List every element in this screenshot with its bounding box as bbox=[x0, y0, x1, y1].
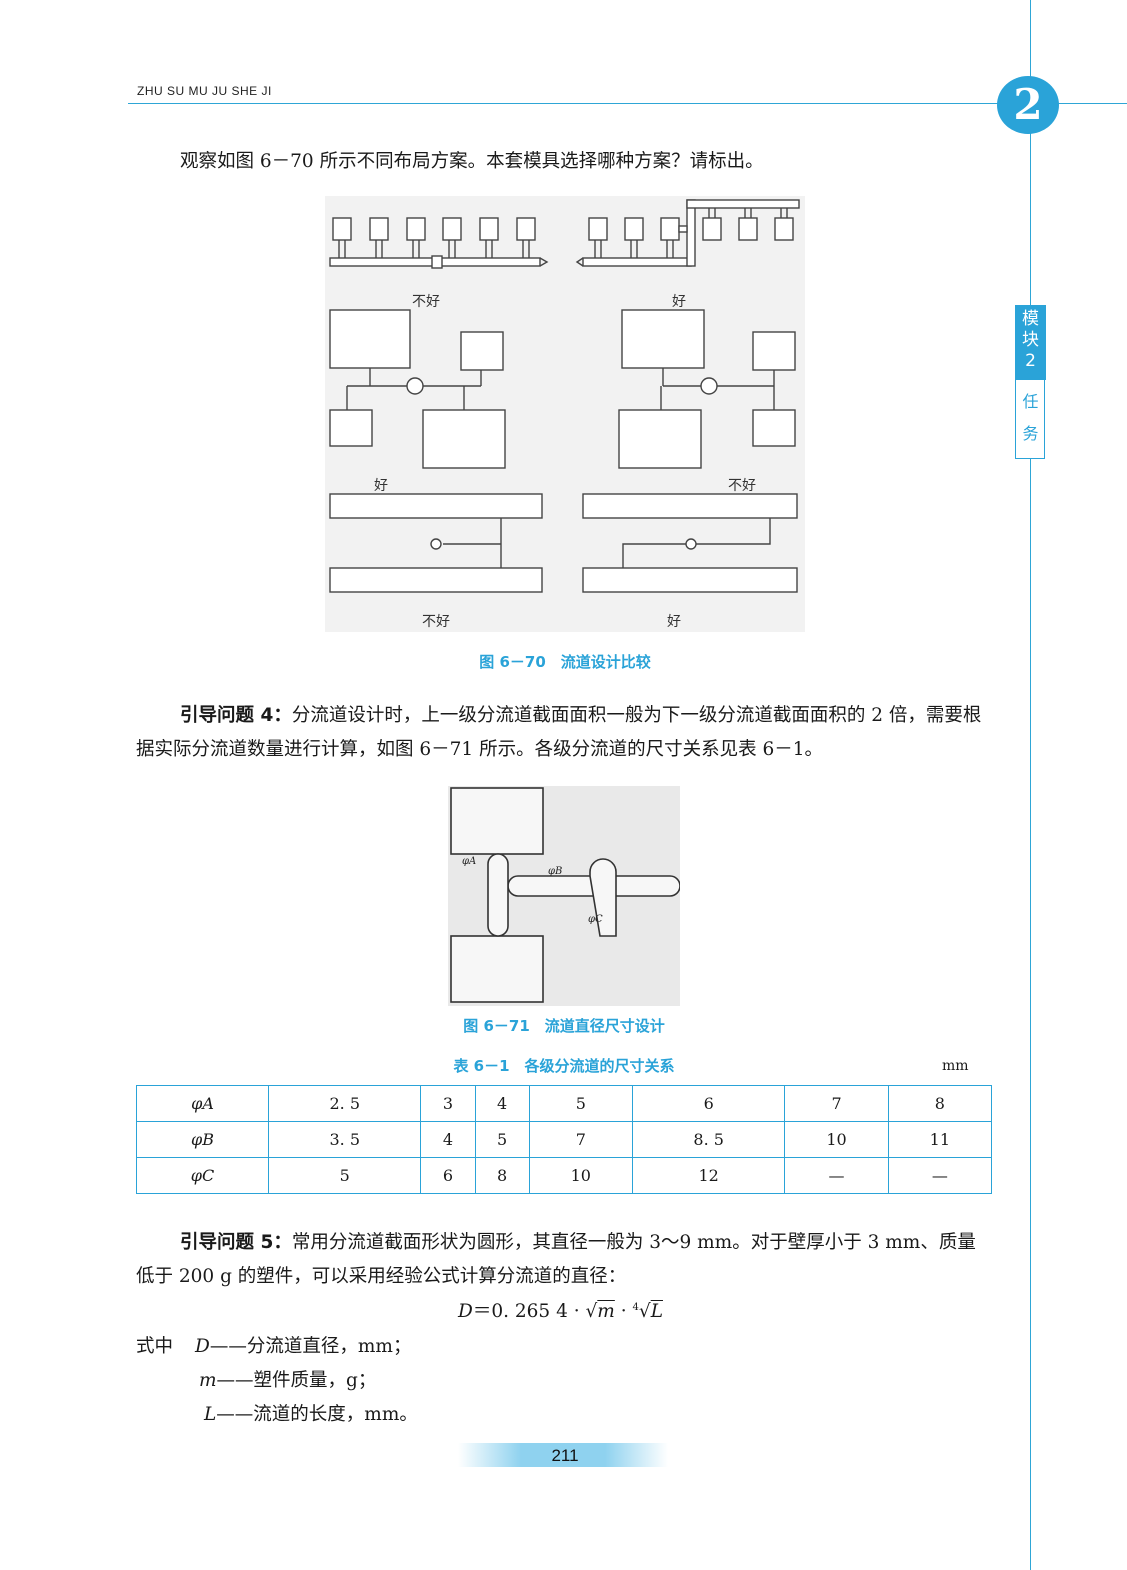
intro-text: 观察如图 6－70 所示不同布局方案。本套模具选择哪种方案？请标出。 bbox=[180, 151, 764, 172]
table-cell: 11 bbox=[887, 1121, 993, 1158]
table-cell: 10 bbox=[784, 1121, 889, 1158]
formula-dot: · bbox=[620, 1301, 627, 1322]
table-cell: 10 bbox=[528, 1157, 633, 1194]
table-cell: 3 bbox=[420, 1085, 476, 1122]
page-number-ornament bbox=[458, 1443, 668, 1467]
table-row-label: φA bbox=[136, 1085, 269, 1122]
table-cell: 2. 5 bbox=[267, 1085, 422, 1122]
header-rule bbox=[128, 103, 1127, 104]
row2-left-layout bbox=[329, 309, 506, 469]
formula-sqrt-arg: m bbox=[597, 1301, 615, 1322]
table-cell: 8 bbox=[474, 1157, 530, 1194]
margin-rule bbox=[1030, 0, 1031, 1570]
label-row3-left: 不好 bbox=[422, 614, 450, 630]
table-cell: 5 bbox=[528, 1085, 633, 1122]
chapter-badge: 2 bbox=[997, 76, 1059, 134]
formula-lhs: D bbox=[458, 1301, 473, 1322]
row2-right-layout bbox=[618, 309, 796, 469]
where-sym-m: m bbox=[199, 1370, 217, 1391]
where-desc-d: ——分流道直径，mm； bbox=[209, 1336, 412, 1357]
label-row3-right: 好 bbox=[667, 614, 681, 630]
where-sym-l: L bbox=[204, 1404, 217, 1425]
sqrt-sign: √ bbox=[585, 1301, 598, 1322]
table-cell: — bbox=[887, 1157, 993, 1194]
side-tab-task-label: 任务 bbox=[1022, 392, 1039, 443]
table-6-1-caption: 表 6－1 各级分流道的尺寸关系 bbox=[453, 1057, 675, 1075]
where-item-d: 式中 D——分流道直径，mm； bbox=[136, 1330, 418, 1364]
table-cell: 3. 5 bbox=[267, 1121, 422, 1158]
figure-6-70: 不好 好 好 不好 不好 好 bbox=[325, 196, 805, 632]
table-cell: 6 bbox=[631, 1085, 786, 1122]
question-4-text: 分流道设计时，上一级分流道截面面积一般为下一级分流道截面面积的 2 倍，需要根据… bbox=[136, 705, 982, 760]
table-cell: 8 bbox=[887, 1085, 993, 1122]
table-row-label: φC bbox=[136, 1157, 269, 1194]
where-item-l: L——流道的长度，mm。 bbox=[136, 1398, 418, 1432]
side-tab-fill bbox=[1015, 305, 1046, 380]
side-tab-task-text: 任务 bbox=[1015, 386, 1046, 450]
row1-left-layout bbox=[329, 217, 549, 269]
question-5: 引导问题 5：常用分流道截面形状为圆形，其直径一般为 3～9 mm。对于壁厚小于… bbox=[136, 1226, 992, 1294]
question-5-text: 常用分流道截面形状为圆形，其直径一般为 3～9 mm。对于壁厚小于 3 mm、质… bbox=[136, 1232, 976, 1287]
side-tab-module-text: 模块2 bbox=[1015, 305, 1046, 372]
where-desc-m: ——塑件质量，g； bbox=[216, 1370, 377, 1391]
figure-6-71-caption: 图 6－71 流道直径尺寸设计 bbox=[463, 1017, 665, 1035]
table-cell: 6 bbox=[420, 1157, 476, 1194]
table-cell: — bbox=[784, 1157, 889, 1194]
table-cell: 4 bbox=[474, 1085, 530, 1122]
question-4-lead: 引导问题 4： bbox=[180, 705, 292, 726]
row3-left-layout bbox=[329, 493, 543, 593]
label-row2-right: 不好 bbox=[728, 478, 756, 494]
table-cell: 4 bbox=[420, 1121, 476, 1158]
table-row-label: φB bbox=[136, 1121, 269, 1158]
table-cell: 12 bbox=[631, 1157, 786, 1194]
where-desc-l: ——流道的长度，mm。 bbox=[216, 1404, 418, 1425]
where-item-m: m——塑件质量，g； bbox=[136, 1364, 418, 1398]
label-row2-left: 好 bbox=[374, 478, 388, 494]
where-block: 式中 D——分流道直径，mm； m——塑件质量，g； L——流道的长度，mm。 bbox=[136, 1330, 418, 1432]
label-phi-a: φA bbox=[462, 856, 476, 867]
figure-6-70-caption: 图 6－70 流道设计比较 bbox=[479, 653, 651, 671]
formula-root-arg: L bbox=[650, 1301, 663, 1322]
side-tab-module-label: 模块2 bbox=[1022, 309, 1039, 371]
root-sign: √ bbox=[638, 1301, 651, 1322]
formula: D＝0. 265 4 · √m · 4√L bbox=[458, 1297, 663, 1323]
figure-6-71: φA φB φC bbox=[448, 786, 680, 1006]
label-row1-right: 好 bbox=[672, 294, 686, 310]
label-row1-left: 不好 bbox=[412, 294, 440, 310]
label-phi-b: φB bbox=[548, 866, 562, 877]
label-phi-c: φC bbox=[588, 914, 603, 925]
formula-coefficient: ＝0. 265 4 · bbox=[472, 1301, 580, 1322]
row1-right-layout bbox=[575, 199, 800, 267]
formula-root-index: 4 bbox=[632, 1301, 639, 1313]
running-title: ZHU SU MU JU SHE JI bbox=[137, 84, 272, 98]
page-number: 211 bbox=[551, 1446, 579, 1465]
where-sym-d: D bbox=[195, 1336, 210, 1357]
table-cell: 5 bbox=[267, 1157, 422, 1194]
row3-right-layout bbox=[582, 493, 798, 593]
question-5-lead: 引导问题 5： bbox=[180, 1232, 292, 1253]
table-cell: 7 bbox=[528, 1121, 633, 1158]
question-4: 引导问题 4：分流道设计时，上一级分流道截面面积一般为下一级分流道截面面积的 2… bbox=[136, 699, 992, 767]
table-unit: mm bbox=[942, 1058, 969, 1074]
where-prefix: 式中 bbox=[136, 1336, 174, 1357]
table-cell: 7 bbox=[784, 1085, 889, 1122]
table-cell: 8. 5 bbox=[631, 1121, 786, 1158]
table-cell: 5 bbox=[474, 1121, 530, 1158]
